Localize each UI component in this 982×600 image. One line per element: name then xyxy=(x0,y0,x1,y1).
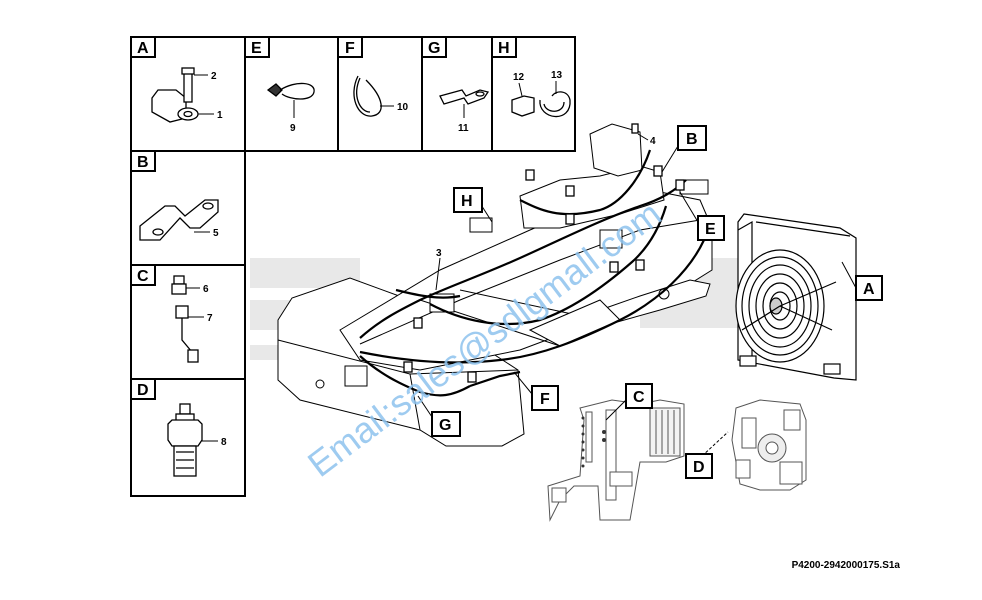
panel-g-label: G xyxy=(428,40,440,57)
panel-f: F 10 xyxy=(337,36,409,117)
callout-f: F xyxy=(513,371,559,411)
part-number: 11 xyxy=(458,123,469,134)
pressure-switch-icon xyxy=(167,403,203,477)
panel-c: C 6 7 xyxy=(130,264,213,363)
svg-text:F: F xyxy=(540,391,550,408)
clamp-bolt-icon xyxy=(151,67,199,123)
bracket-icon xyxy=(139,199,219,241)
sensor-icon xyxy=(171,275,199,363)
part-number: 1 xyxy=(217,110,223,121)
callout-c: C xyxy=(605,383,653,421)
inset-side-view xyxy=(547,399,685,522)
svg-text:A: A xyxy=(863,281,875,298)
part-number: 9 xyxy=(290,123,296,134)
panel-e: E 9 xyxy=(244,36,315,134)
svg-text:D: D xyxy=(693,459,705,476)
panel-h-label: H xyxy=(498,40,510,57)
panel-c-label: C xyxy=(137,268,149,285)
callout-part-4: 4 xyxy=(637,133,656,147)
panel-a-label: A xyxy=(137,40,149,57)
part-number: 13 xyxy=(551,70,563,81)
callout-b: B xyxy=(661,125,707,173)
panel-a: A 2 1 xyxy=(130,36,223,123)
panel-b-label: B xyxy=(137,154,149,171)
svg-text:4: 4 xyxy=(650,136,656,147)
cable-tie-icon xyxy=(266,82,315,100)
panel-b: B 5 xyxy=(130,150,219,241)
svg-text:G: G xyxy=(439,417,451,434)
svg-text:3: 3 xyxy=(436,248,442,259)
inset-side-dots xyxy=(581,416,606,468)
svg-text:B: B xyxy=(686,131,698,148)
connectors xyxy=(403,123,685,383)
part-number: 8 xyxy=(221,437,227,448)
drawing-reference: P4200-2942000175.S1a xyxy=(791,560,900,571)
svg-text:H: H xyxy=(461,193,473,210)
part-number: 5 xyxy=(213,228,219,239)
part-number: 6 xyxy=(203,284,209,295)
panel-d: D 8 xyxy=(130,378,227,477)
panel-g: G 11 xyxy=(421,36,490,134)
panel-e-label: E xyxy=(251,40,262,57)
svg-text:C: C xyxy=(633,389,645,406)
p-clamp-icon xyxy=(511,91,571,118)
radiator-fan xyxy=(735,213,857,381)
callout-h: H xyxy=(453,187,493,223)
wiring-harness xyxy=(359,149,705,397)
part-number: 10 xyxy=(397,102,409,113)
callout-g: G xyxy=(417,395,461,437)
part-number: 7 xyxy=(207,313,213,324)
part-number: 2 xyxy=(211,71,217,82)
mount-bracket-icon xyxy=(439,89,490,105)
svg-text:E: E xyxy=(705,221,716,238)
inset-engine-view xyxy=(731,399,807,491)
machine-frame xyxy=(277,123,713,447)
panel-h: H 12 13 xyxy=(491,36,571,118)
panel-f-label: F xyxy=(345,40,355,57)
callout-part-3: 3 xyxy=(435,248,442,291)
cable-clip-icon xyxy=(353,75,382,117)
part-number: 12 xyxy=(513,72,525,83)
callout-a: A xyxy=(841,261,883,301)
callout-d: D xyxy=(685,431,729,479)
panel-d-label: D xyxy=(137,382,149,399)
detail-grid xyxy=(130,36,576,497)
callout-e: E xyxy=(679,191,725,241)
